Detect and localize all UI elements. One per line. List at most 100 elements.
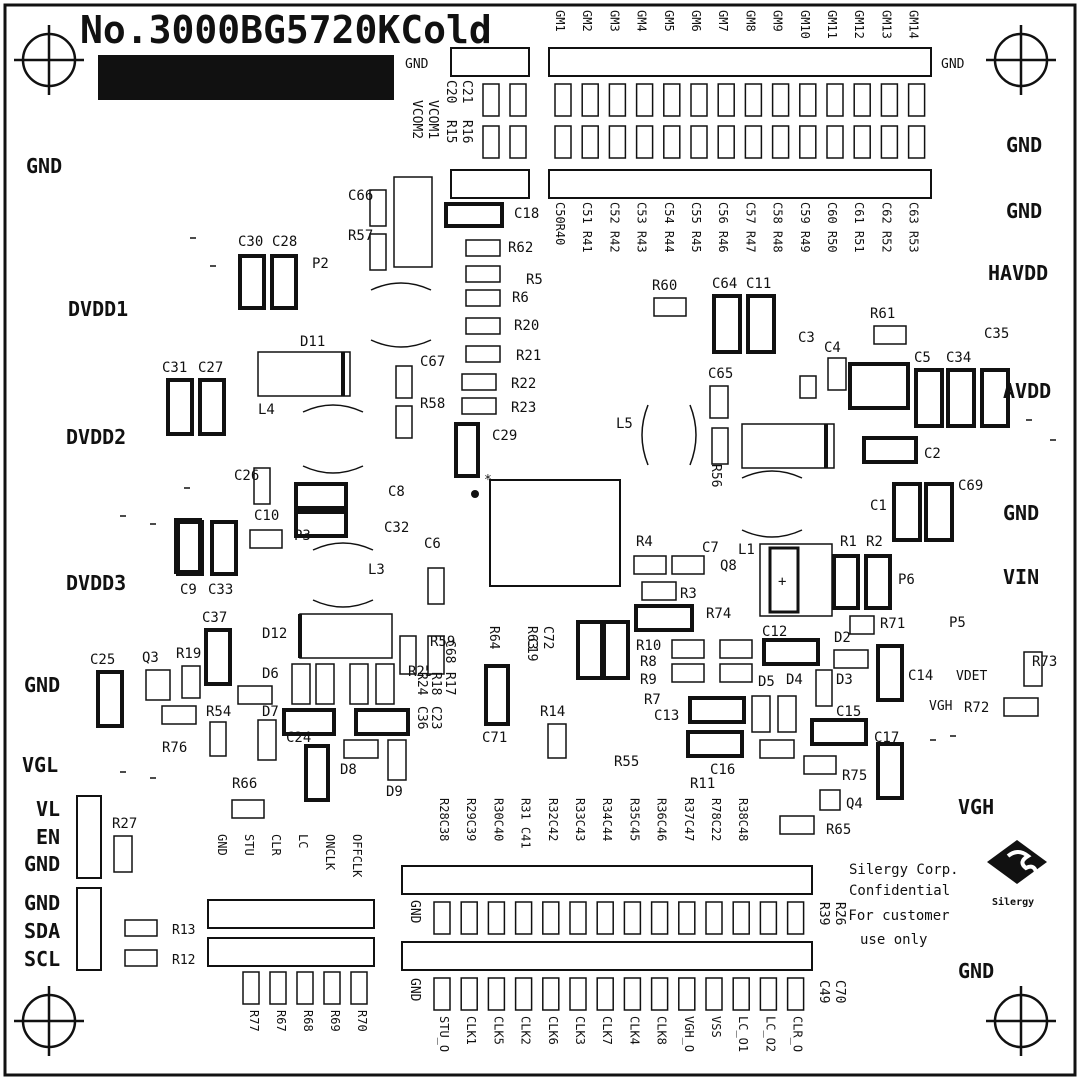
part-c71	[484, 664, 510, 726]
part-c26	[253, 467, 271, 505]
part-c6z	[375, 663, 395, 705]
part-label-c27: C27	[198, 360, 223, 376]
part-label-c31: C31	[162, 360, 187, 376]
vlabel-c36: C36	[414, 706, 429, 729]
part-r11	[759, 739, 795, 759]
part-label-d8: D8	[340, 762, 357, 778]
small-header-label-6: OFFCLK	[350, 834, 364, 878]
part-label-c10: C10	[254, 508, 279, 524]
top-pad-b-14	[907, 125, 926, 159]
bottom-r26: R26	[832, 902, 847, 925]
top-cap-label-3: C52 R42	[607, 202, 621, 253]
power-label-dvdd1: DVDD1	[68, 297, 128, 321]
power-label-gnd-left2: GND	[24, 673, 60, 697]
part-r76	[161, 705, 197, 725]
bottom-top-label-11: R78C22	[709, 798, 723, 841]
vcom-pad-b-2	[509, 125, 527, 159]
part-r71	[849, 615, 875, 635]
part-r62	[465, 239, 501, 257]
part-label-d7: D7	[262, 704, 279, 720]
vlabel-c19: C19	[524, 638, 539, 661]
part-c6x	[315, 663, 335, 705]
part-c7	[671, 555, 705, 575]
gm-label-2: GM2	[580, 10, 594, 32]
part-label-d4: D4	[786, 672, 803, 688]
small-header-label-5: ONCLK	[323, 834, 337, 871]
part-label-r72: R72	[964, 700, 989, 716]
part-c27	[198, 378, 226, 436]
top-cap-label-7: C56 R46	[716, 202, 730, 253]
part-c14	[876, 644, 904, 702]
top-pad-b-5	[663, 125, 681, 159]
top-header-gnd-right: GND	[941, 57, 965, 72]
part-r54	[209, 721, 227, 757]
part-r56box	[711, 427, 729, 465]
top-pad-b-11	[826, 125, 844, 159]
top-cap-label-6: C55 R45	[689, 202, 703, 253]
part-d7	[257, 719, 277, 761]
bottom-pad-b-8	[623, 977, 642, 1011]
top-cap-label-2: C51 R41	[580, 202, 594, 253]
small-res-pad-1	[242, 971, 260, 1005]
signal-label-4: CLK2	[519, 1016, 533, 1045]
part-label-c26: C26	[234, 468, 259, 484]
top-pad-b-12	[853, 125, 871, 159]
part-d2	[833, 649, 869, 669]
top-pad-a-13	[880, 83, 899, 117]
part-label-r58: R58	[420, 396, 445, 412]
top-pad-a-3	[608, 83, 627, 117]
power-label-gnd-bottom-right: GND	[958, 959, 994, 983]
part-label-r54: R54	[206, 704, 231, 720]
small-res-label-3: R68	[301, 1010, 315, 1032]
part-c3	[799, 375, 817, 399]
part-label-d2: D2	[834, 630, 851, 646]
part-label-r11: R11	[690, 776, 715, 792]
part-label-c69: C69	[958, 478, 983, 494]
top-cap-label-13: C62 R52	[879, 202, 893, 253]
small-res-label-2: R67	[274, 1010, 288, 1032]
bottom-pad-a-1	[433, 901, 451, 935]
part-label-r25: R25	[408, 664, 433, 680]
i2c-connector-scl: SCL	[24, 947, 60, 971]
vcom-label-c20: C20	[443, 80, 458, 103]
part-label-c2: C2	[924, 446, 941, 462]
bottom-top-label-6: R33C43	[573, 798, 587, 841]
bottom-pad-b-6	[569, 977, 587, 1011]
bottom-pad-b-11	[705, 977, 723, 1011]
part-c32	[294, 510, 348, 538]
part-c6y	[349, 663, 369, 705]
part-r6	[465, 289, 501, 307]
part-c36box	[354, 708, 410, 736]
part-c2	[862, 436, 918, 464]
part-label-l5: L5	[616, 416, 633, 432]
gm-label-8: GM8	[743, 10, 757, 32]
bottom-pad-a-14	[786, 901, 805, 935]
part-q4	[819, 789, 841, 811]
part-c25	[96, 670, 124, 728]
part-label-l3: L3	[368, 562, 385, 578]
silergy-logo: Silergy	[987, 840, 1047, 908]
pin1-dot	[471, 490, 479, 498]
part-c8	[294, 482, 348, 510]
part-label-d12: D12	[262, 626, 287, 642]
gm-header	[548, 47, 932, 77]
small-res-pad-5	[350, 971, 368, 1005]
part-c18	[444, 202, 504, 228]
label-r12: R12	[172, 953, 195, 968]
gm-label-7: GM7	[716, 10, 730, 32]
top-cap-label-8: C57 R47	[743, 202, 757, 253]
signal-label-1: STU_O	[437, 1016, 451, 1052]
part-label-r8: R8	[640, 654, 657, 670]
vcom-lower-header	[450, 169, 530, 199]
part-label-d11: D11	[300, 334, 325, 350]
part-label-r66: R66	[232, 776, 257, 792]
label-blackout-block	[98, 55, 394, 100]
bottom-pad-a-13	[759, 901, 778, 935]
part-r61	[873, 325, 907, 345]
top-pad-a-6	[690, 83, 708, 117]
part-label-r7: R7	[644, 692, 661, 708]
bottom-pad-b-7	[596, 977, 614, 1011]
left-connector-gnd: GND	[24, 852, 60, 876]
